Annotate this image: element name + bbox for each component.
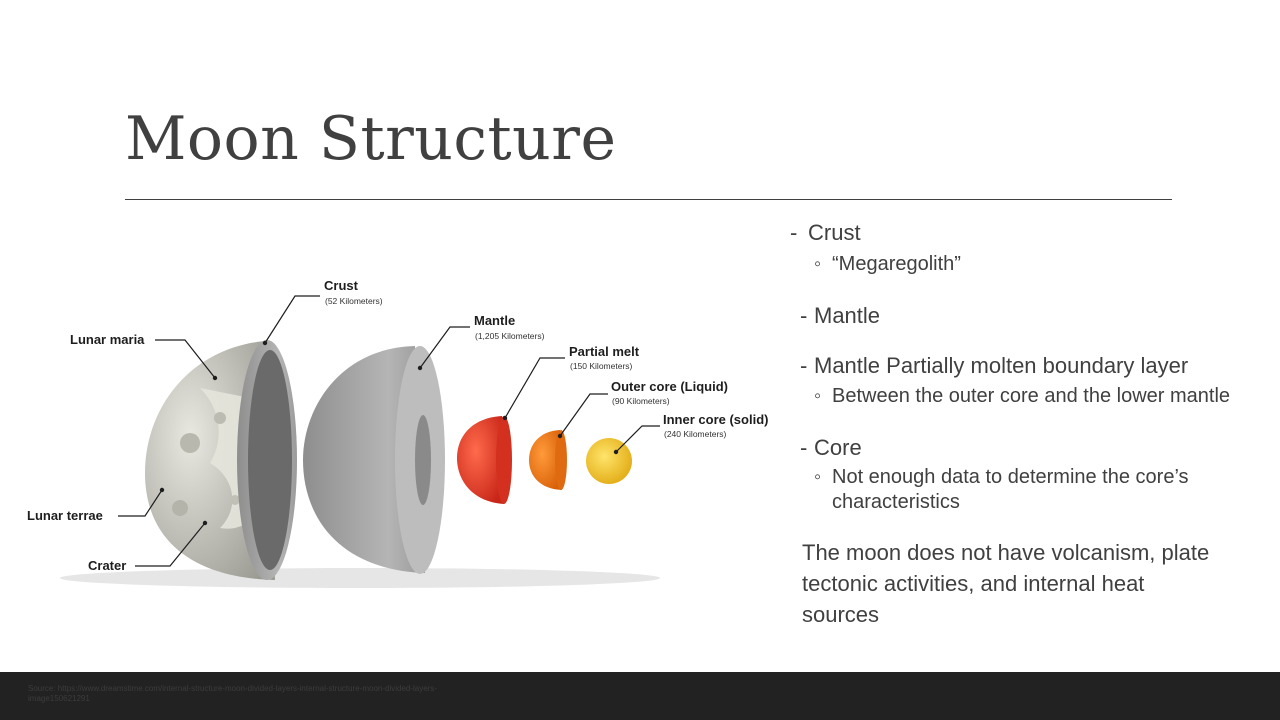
summary-line: The moon does not have volcanism, plate [802,540,1209,566]
label-partial-melt-size: (150 Kilometers) [570,361,633,371]
label-outer-core: Outer core (Liquid) [611,379,728,394]
bullet-text: characteristics [832,491,960,513]
crater-leader-line [135,522,206,567]
title-divider [125,199,1172,200]
lunar-maria-leader-line [155,339,216,379]
outer-core-layer [529,430,567,490]
crust-leader-line [264,295,320,344]
bullet-item: -Mantle [800,303,880,329]
bullet-item: -Mantle Partially molten boundary layer [800,353,1188,379]
summary-text: sources [802,602,880,627]
moon-surface-shell [145,340,297,580]
moon-layers-illustration: Crust (52 Kilometers) Mantle (1,205 Kilo… [27,278,768,588]
summary-text: The moon does not have volcanism, plate [802,540,1210,565]
bullet-text: Mantle [814,303,881,328]
bullet-item: -Crust [790,220,861,246]
bullet-circle: ◦ [814,253,822,275]
slide-title: Moon Structure [125,104,617,174]
bullet-dash: - [800,435,808,460]
bullet-item: ◦ “Megaregolith” [814,253,961,276]
label-inner-core: Inner core (solid) [663,412,768,427]
bullet-item: -Core [800,435,862,461]
bullet-text: Not enough data to determine the core’s [832,466,1189,488]
mantle-leader-line [419,326,470,369]
bullet-dash: - [800,303,808,328]
bullet-item: ◦ Between the outer core and the lower ma… [814,385,1230,408]
label-crust-size: (52 Kilometers) [325,296,383,306]
label-crust: Crust [324,278,359,293]
lunar-terrae-leader-line [118,489,163,517]
ground-shadow [60,568,660,588]
bullet-circle: ◦ [814,466,822,488]
label-lunar-maria: Lunar maria [70,332,145,347]
bullet-text: Between the outer core and the lower man… [832,385,1231,407]
bullet-circle: ◦ [814,385,822,407]
summary-line: sources [802,602,879,628]
label-mantle: Mantle [474,313,515,328]
footer-bar: Source: https://www.dreamstime.com/inter… [0,672,1280,720]
partial-melt-leader-line [504,357,565,419]
label-inner-core-size: (240 Kilometers) [664,429,727,439]
mantle-inner-cavity [415,415,431,505]
mantle-hemisphere [303,346,445,574]
outer-core-leader-line [559,393,608,437]
moon-structure-diagram: Crust (52 Kilometers) Mantle (1,205 Kilo… [20,268,795,603]
bullet-text: Crust [808,220,861,245]
bullet-text: Core [814,435,862,460]
bullet-text: “Megaregolith” [832,253,961,275]
inner-core-leader-line [615,425,660,453]
label-outer-core-size: (90 Kilometers) [612,396,670,406]
crust-layer [248,350,292,570]
bullet-item-continuation: characteristics [832,491,960,514]
bullet-dash: - [800,353,808,378]
summary-line: tectonic activities, and internal heat [802,571,1144,597]
source-citation: Source: https://www.dreamstime.com/inter… [28,684,438,703]
label-partial-melt: Partial melt [569,344,640,359]
label-crater: Crater [88,558,126,573]
inner-core-sphere [586,438,632,484]
summary-text: tectonic activities, and internal heat [802,571,1145,596]
bullet-dash: - [790,220,798,245]
bullet-text: Mantle Partially molten boundary layer [814,353,1189,378]
partial-melt-layer [457,416,512,504]
bullet-item: ◦ Not enough data to determine the core’s [814,466,1189,489]
label-mantle-size: (1,205 Kilometers) [475,331,545,341]
label-lunar-terrae: Lunar terrae [27,508,103,523]
